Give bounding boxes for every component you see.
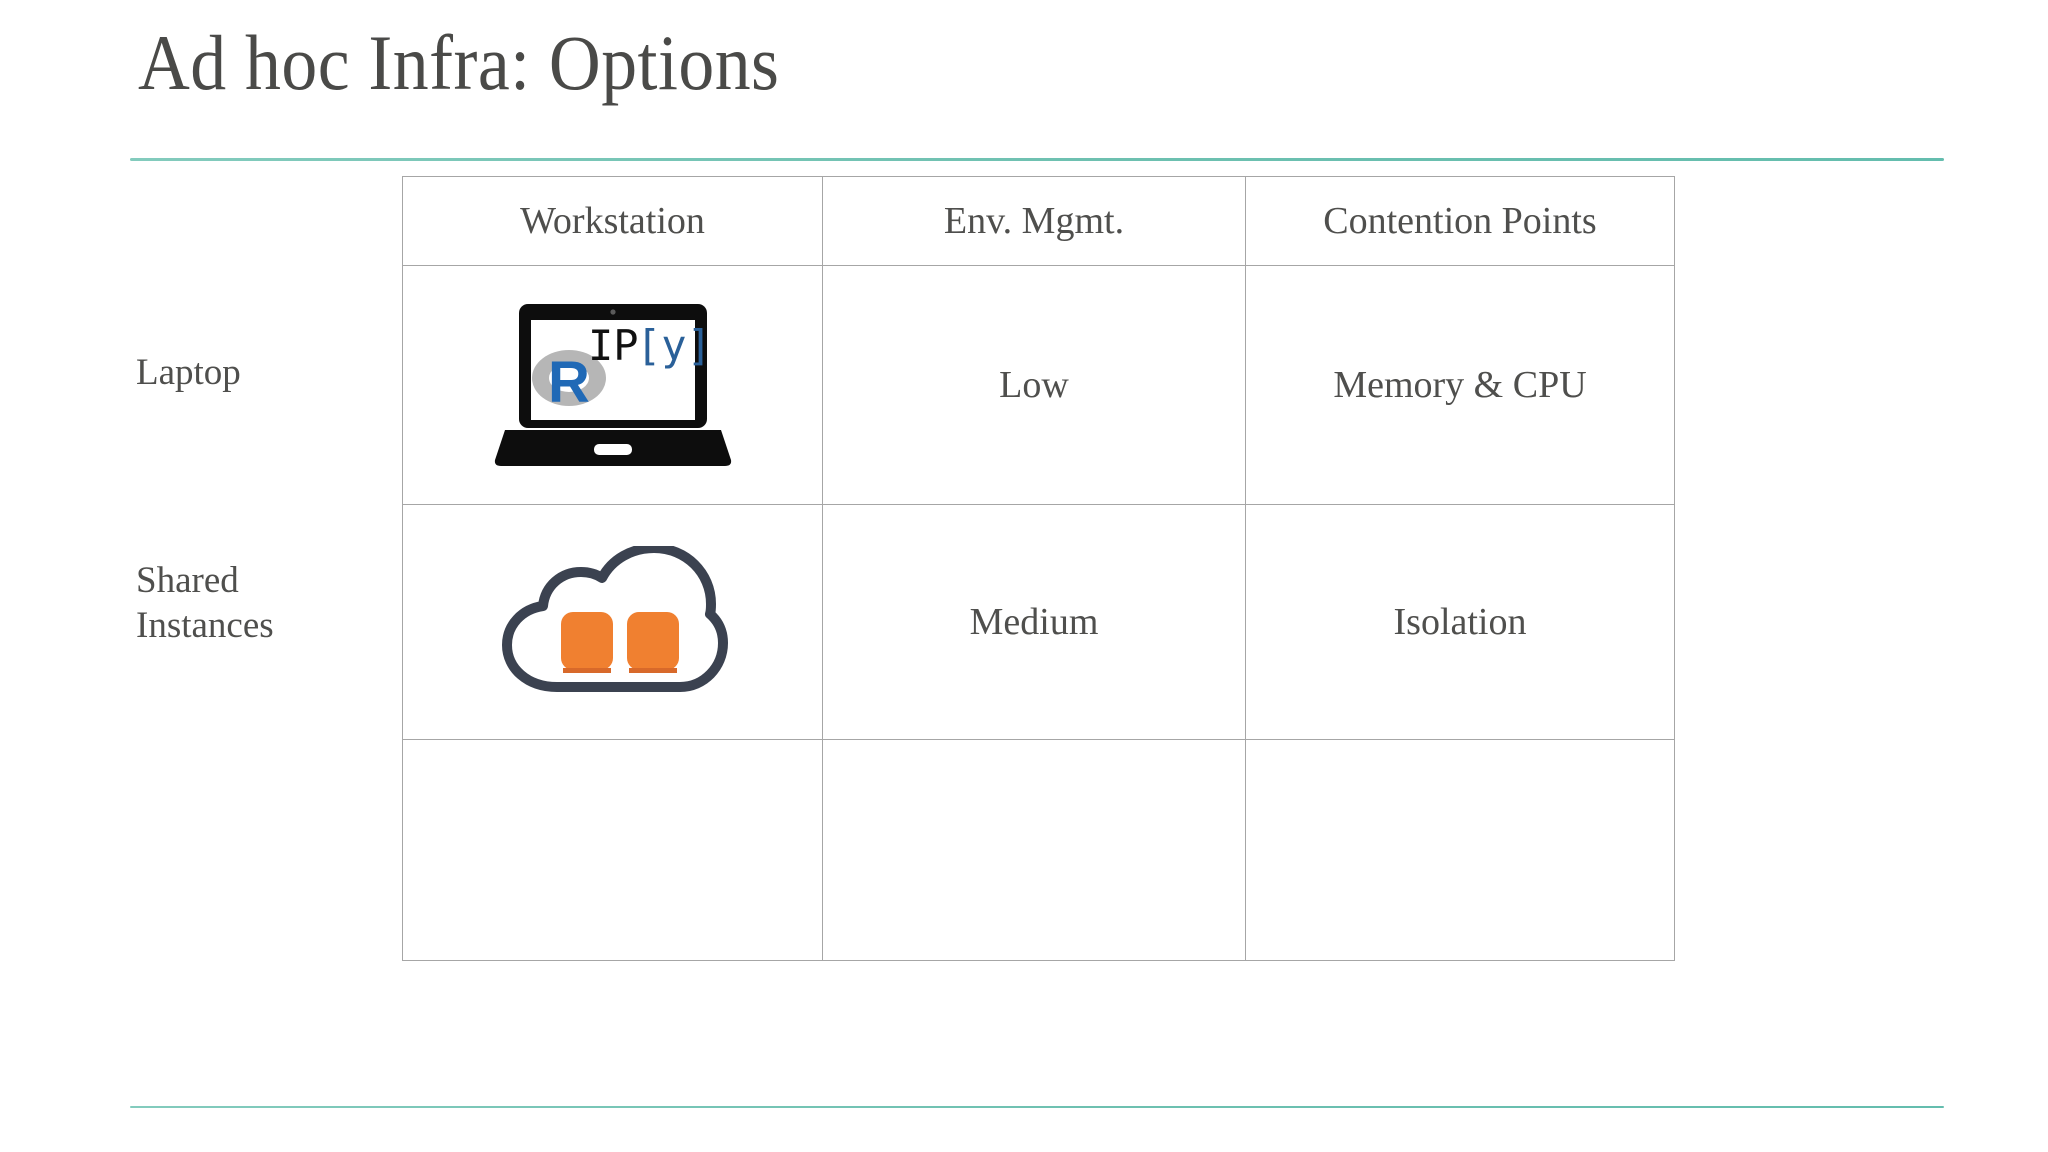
options-table-wrapper: Workstation Env. Mgmt. Contention Points xyxy=(402,176,1675,961)
svg-text:R: R xyxy=(548,350,590,415)
cell-env-mgmt-shared: Medium xyxy=(822,504,1246,740)
laptop-icon-wrapper: R IP [y] xyxy=(404,302,821,468)
cell-workstation-laptop: R IP [y] xyxy=(402,265,823,505)
table-row: Medium Isolation xyxy=(402,504,1675,740)
accent-rule-top xyxy=(130,158,1944,161)
cloud-instances-icon xyxy=(501,546,728,692)
row-label-shared-line1: Shared xyxy=(136,560,239,601)
row-label-shared-instances: Shared Instances xyxy=(136,558,396,648)
cell-workstation-empty xyxy=(402,739,823,961)
cell-contention-laptop: Memory & CPU xyxy=(1245,265,1675,505)
cell-env-mgmt-empty xyxy=(822,739,1246,961)
column-header-env-mgmt: Env. Mgmt. xyxy=(822,176,1246,266)
column-header-contention-points: Contention Points xyxy=(1245,176,1675,266)
svg-text:[y]: [y] xyxy=(636,321,712,370)
svg-text:IP: IP xyxy=(588,321,639,370)
cell-contention-empty xyxy=(1245,739,1675,961)
cell-env-mgmt-laptop: Low xyxy=(822,265,1246,505)
table-header-row: Workstation Env. Mgmt. Contention Points xyxy=(402,176,1675,266)
laptop-r-ipython-icon: R IP [y] xyxy=(494,304,731,466)
column-header-workstation: Workstation xyxy=(402,176,823,266)
cloud-icon-wrapper xyxy=(404,546,821,698)
page-title: Ad hoc Infra: Options xyxy=(138,19,780,106)
cell-contention-shared: Isolation xyxy=(1245,504,1675,740)
accent-rule-bottom xyxy=(130,1106,1944,1108)
cell-workstation-shared xyxy=(402,504,823,740)
options-table: Workstation Env. Mgmt. Contention Points xyxy=(402,176,1675,961)
row-label-shared-line2: Instances xyxy=(136,605,274,647)
table-row: R IP [y] Low Memory & CP xyxy=(402,265,1675,505)
table-row xyxy=(402,739,1675,961)
row-label-laptop: Laptop xyxy=(136,352,241,393)
